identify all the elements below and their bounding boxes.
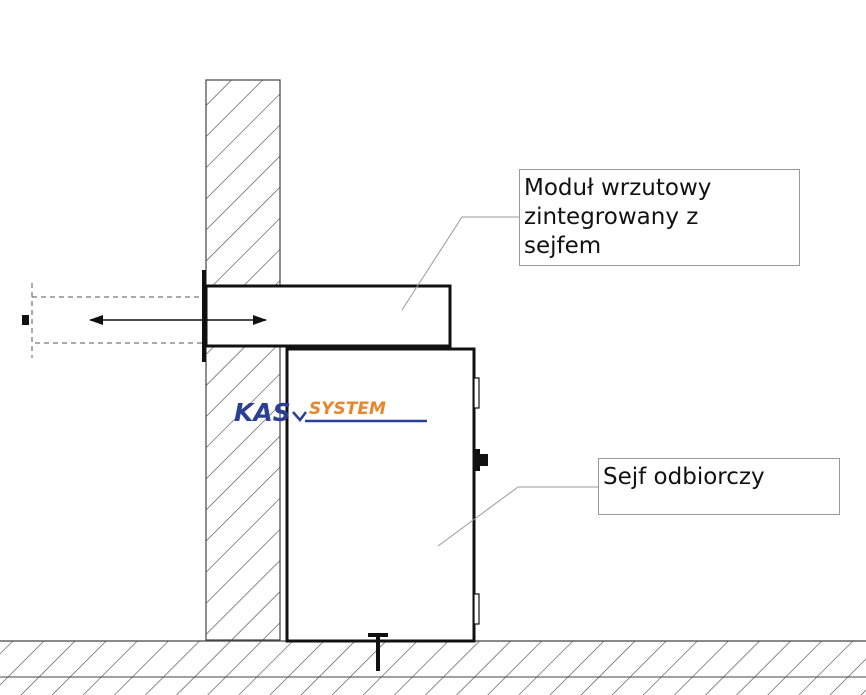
hinge-bottom [473,593,480,625]
callout-module-line-1: Moduł wrzutowy [524,175,712,201]
callout-receiving-safe: Sejf odbiorczy [598,458,840,515]
leader-line-module [401,216,519,311]
anchor-bolt [368,633,388,671]
callout-drop-module: Moduł wrzutowy zintegrowany z sejfem [519,169,800,266]
callout-safe-line-1: Sejf odbiorczy [603,464,765,490]
wall [205,79,281,641]
floor [0,640,866,695]
hinge-top [473,377,480,409]
leader-line-safe [437,486,598,547]
drawer-handle [22,315,29,325]
svg-text:KAS: KAS [234,398,291,427]
safe-lock [474,449,480,471]
svg-text:SYSTEM: SYSTEM [309,399,386,419]
kas-system-logo: KAS SYSTEM [234,398,427,427]
callout-module-line-2: zintegrowany z [524,204,699,230]
receiving-safe [285,347,488,643]
callout-module-line-3: sejfem [524,233,602,259]
